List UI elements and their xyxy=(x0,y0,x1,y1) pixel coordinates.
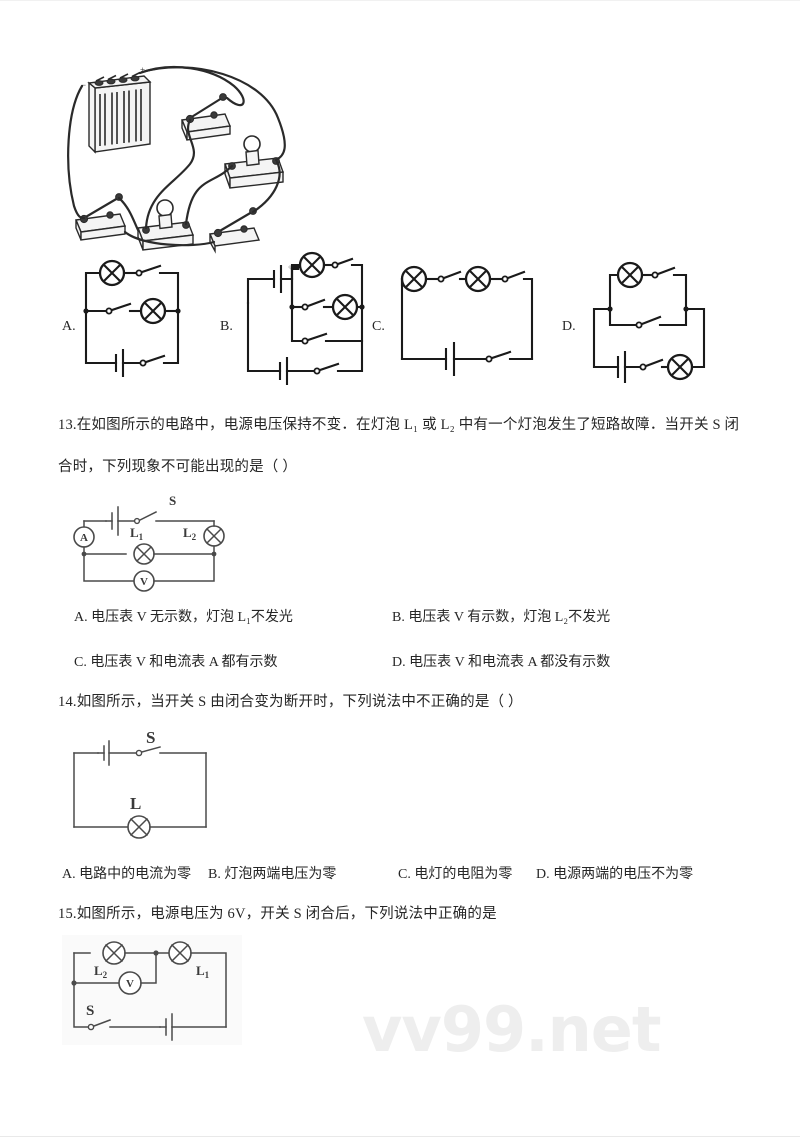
choice-circuit-b xyxy=(240,251,370,386)
svg-text:+: + xyxy=(140,65,145,75)
choice-letter-b: B. xyxy=(220,319,233,334)
choice-circuit-d xyxy=(588,259,718,384)
q15-label-l2: L2 xyxy=(94,963,108,980)
question-14-figure: S L xyxy=(66,728,226,841)
q14-label-l: L xyxy=(130,794,141,813)
choice-letter-a: A. xyxy=(62,319,76,334)
lamp-pictorial-2 xyxy=(137,199,194,251)
q13-ammeter-label: A xyxy=(80,532,88,544)
q15-voltmeter-label: V xyxy=(126,978,134,990)
choice-circuit-a xyxy=(78,259,208,384)
question-13-stem-line-1: 13.在如图所示的电路中，电源电压保持不变．在灯泡 L₁ 或 L₂ 中有一个灯泡… xyxy=(58,417,740,433)
question-13-option-b[interactable]: B. 电压表 V 有示数，灯泡 L₂不发光 xyxy=(392,610,611,625)
svg-text:−: − xyxy=(81,80,86,90)
q13-voltmeter-label: V xyxy=(140,576,148,588)
question-15-figure: L2 L1 V S xyxy=(62,935,242,1045)
lamp-pictorial-1 xyxy=(224,135,284,189)
switch-pictorial-2 xyxy=(75,193,126,241)
q13-label-s: S xyxy=(169,493,176,508)
top-pictorial-figure: − + xyxy=(62,56,302,254)
question-13-option-d[interactable]: D. 电压表 V 和电流表 A 都没有示数 xyxy=(392,655,611,670)
question-13-option-c[interactable]: C. 电压表 V 和电流表 A 都有示数 xyxy=(74,655,278,670)
battery-pictorial: − + xyxy=(81,65,152,154)
question-13-stem-line-2: 合时，下列现象不可能出现的是（ ） xyxy=(58,459,298,475)
question-14-option-d[interactable]: D. 电源两端的电压不为零 xyxy=(536,867,694,882)
choice-letter-d: D. xyxy=(562,319,576,334)
question-14-option-b[interactable]: B. 灯泡两端电压为零 xyxy=(208,867,337,882)
switch-pictorial-3 xyxy=(209,207,260,254)
q13-label-l1: L1 xyxy=(130,525,144,542)
question-15-stem: 15.如图所示，电源电压为 6V，开关 S 闭合后，下列说法中正确的是 xyxy=(58,906,497,922)
q14-label-s: S xyxy=(146,728,155,747)
q15-label-s: S xyxy=(86,1003,94,1019)
site-watermark: vv99.net xyxy=(362,993,661,1066)
question-13-option-a[interactable]: A. 电压表 V 无示数，灯泡 L₁不发光 xyxy=(74,610,293,625)
connecting-wires xyxy=(67,65,286,247)
question-13-figure: S A L2 L1 xyxy=(66,493,296,598)
question-14-option-a[interactable]: A. 电路中的电流为零 xyxy=(62,867,192,882)
choice-circuit-c xyxy=(396,263,546,383)
switch-pictorial-1 xyxy=(181,93,231,141)
choice-letter-c: C. xyxy=(372,319,385,334)
pictorial-circuit-icon: − + xyxy=(67,65,286,254)
question-14-option-c[interactable]: C. 电灯的电阻为零 xyxy=(398,867,513,882)
q15-label-l1: L1 xyxy=(196,963,210,980)
question-14-stem: 14.如图所示，当开关 S 由闭合变为断开时，下列说法中不正确的是（ ） xyxy=(58,694,523,710)
q13-label-l2: L2 xyxy=(183,525,197,542)
